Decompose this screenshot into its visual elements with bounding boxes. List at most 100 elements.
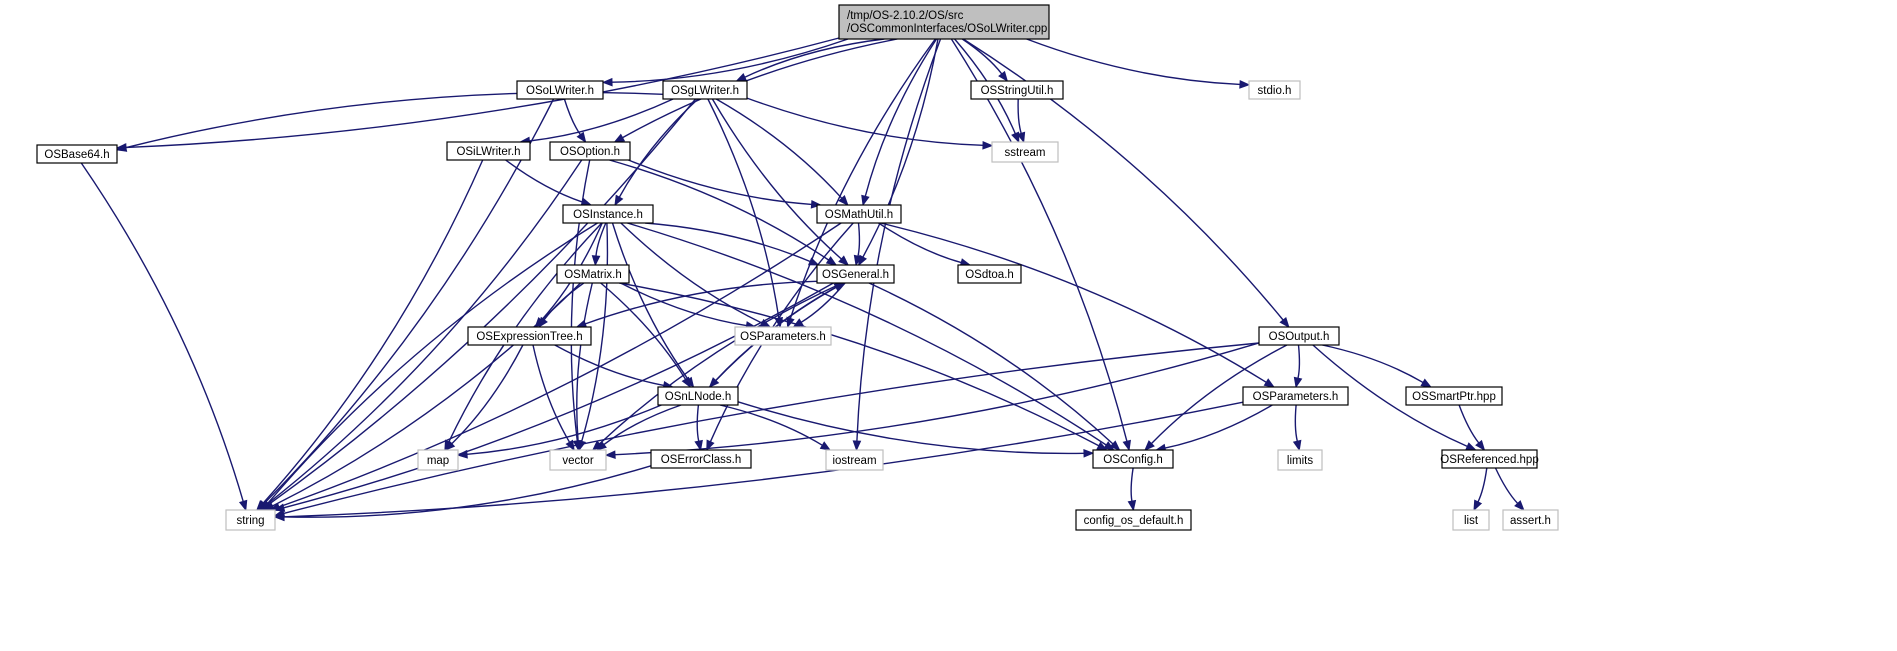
node-box-osinstance bbox=[562, 204, 654, 224]
node-config_os_default[interactable]: config_os_default.h bbox=[1075, 509, 1192, 531]
edge-osmatrix-to-vector bbox=[576, 282, 593, 442]
node-label-osilwriter: OSiLWriter.h bbox=[456, 146, 520, 158]
edge-osnlnode-to-map bbox=[466, 404, 662, 455]
edge-main-to-iostream bbox=[856, 38, 942, 442]
node-osoption[interactable]: OSOption.h bbox=[549, 141, 631, 161]
arrowhead-main-to-osoption bbox=[613, 133, 626, 143]
node-label-osparameters_sys: OSParameters.h bbox=[740, 331, 826, 343]
node-label-osinstance: OSInstance.h bbox=[573, 209, 643, 221]
node-osstringutil[interactable]: OSStringUtil.h bbox=[970, 80, 1064, 100]
edge-osglwriter-to-osparameters_sys bbox=[707, 98, 780, 319]
node-label-osoption: OSOption.h bbox=[560, 146, 620, 158]
arrowhead-oserrorclass-to-string bbox=[273, 512, 285, 522]
arrowhead-osglwriter-to-osgeneral bbox=[838, 255, 850, 266]
node-label-osdtoa: OSdtoa.h bbox=[965, 269, 1014, 281]
edge-osoption-to-vector bbox=[570, 159, 591, 442]
node-label-sstream: sstream bbox=[1005, 147, 1046, 159]
node-label-osglwriter: OSgLWriter.h bbox=[671, 85, 739, 97]
edge-main-to-osgeneral bbox=[862, 38, 939, 258]
node-osolwriter[interactable]: OSoLWriter.h bbox=[516, 80, 604, 100]
arrowhead-main-to-osstringutil bbox=[998, 70, 1009, 83]
arrowhead-osoption-to-osmathutil bbox=[810, 200, 822, 209]
edge-osilwriter-to-osinstance bbox=[505, 159, 583, 203]
arrowhead-osglwriter-to-osbase64 bbox=[115, 143, 128, 152]
node-label-limits: limits bbox=[1287, 455, 1313, 467]
node-sstream: sstream bbox=[991, 141, 1059, 163]
node-box-map bbox=[417, 449, 459, 471]
node-osgeneral[interactable]: OSGeneral.h bbox=[816, 264, 895, 284]
node-label-osbase64: OSBase64.h bbox=[44, 149, 109, 161]
edge-main-to-osmathutil bbox=[864, 38, 938, 197]
arrowhead-osoutput-to-vector bbox=[604, 450, 616, 460]
node-list: list bbox=[1452, 509, 1490, 531]
edge-osoption-to-osgeneral bbox=[609, 159, 829, 261]
arrowhead-osmathutil-to-osgeneral bbox=[853, 254, 863, 267]
node-osexpressiontree[interactable]: OSExpressionTree.h bbox=[467, 326, 592, 346]
edge-osoutput-to-osparameters bbox=[1297, 344, 1301, 379]
edge-osparameters-to-osconfig bbox=[1164, 404, 1273, 449]
arrowhead-osbase64-to-string bbox=[238, 499, 248, 512]
edge-osoutput-to-vector bbox=[614, 342, 1260, 456]
node-string: string bbox=[225, 509, 276, 531]
node-box-assert bbox=[1502, 509, 1559, 531]
arrowhead-main-to-osglwriter bbox=[735, 73, 748, 82]
edge-osglwriter-to-osgeneral bbox=[711, 98, 842, 260]
node-box-osolwriter bbox=[516, 80, 604, 100]
node-ossmartptr[interactable]: OSSmartPtr.hpp bbox=[1405, 386, 1503, 406]
node-label-osmathutil: OSMathUtil.h bbox=[825, 209, 893, 221]
edge-oserrorclass-to-string bbox=[283, 465, 652, 518]
node-osnlnode[interactable]: OSnLNode.h bbox=[657, 386, 739, 406]
node-box-osconfig bbox=[1092, 449, 1174, 469]
node-osmathutil[interactable]: OSMathUtil.h bbox=[816, 204, 902, 224]
node-box-osilwriter bbox=[446, 141, 531, 161]
edge-osmathutil-to-osgeneral bbox=[857, 222, 861, 257]
node-label-string: string bbox=[236, 515, 264, 527]
edge-osinstance-to-osconfig bbox=[627, 222, 1107, 446]
node-label-list: list bbox=[1464, 515, 1479, 527]
edge-osreferenced-to-assert bbox=[1494, 467, 1519, 504]
node-label-osstringutil: OSStringUtil.h bbox=[981, 85, 1054, 97]
edge-osgeneral-to-vector bbox=[599, 282, 843, 445]
arrowhead-osparameters-to-limits bbox=[1292, 439, 1302, 452]
node-osoutput[interactable]: OSOutput.h bbox=[1258, 326, 1340, 346]
node-box-iostream bbox=[825, 449, 884, 471]
arrowhead-osoption-to-osgeneral bbox=[825, 256, 838, 266]
node-osinstance[interactable]: OSInstance.h bbox=[562, 204, 654, 224]
node-osglwriter[interactable]: OSgLWriter.h bbox=[662, 80, 748, 100]
node-box-osparameters bbox=[1242, 386, 1349, 406]
edge-osinstance-to-vector bbox=[581, 222, 609, 442]
node-map: map bbox=[417, 449, 459, 471]
node-box-main bbox=[838, 4, 1050, 40]
edge-osilwriter-to-string bbox=[262, 159, 484, 504]
node-osmatrix[interactable]: OSMatrix.h bbox=[556, 264, 630, 284]
edge-osparameters-to-limits bbox=[1294, 404, 1298, 442]
edge-osoutput-to-ossmartptr bbox=[1322, 344, 1424, 384]
node-osdtoa[interactable]: OSdtoa.h bbox=[957, 264, 1022, 284]
node-osreferenced[interactable]: OSReferenced.hpp bbox=[1440, 449, 1539, 469]
arrowhead-osoutput-to-ossmartptr bbox=[1420, 378, 1432, 388]
node-label-osolwriter: OSoLWriter.h bbox=[526, 85, 594, 97]
node-box-osglwriter bbox=[662, 80, 748, 100]
node-box-vector bbox=[549, 449, 607, 471]
edge-osoutput-to-string bbox=[283, 342, 1260, 515]
node-label-osgeneral: OSGeneral.h bbox=[822, 269, 889, 281]
arrowhead-osmathutil-to-oserrorclass bbox=[706, 439, 715, 452]
node-box-limits bbox=[1277, 449, 1323, 471]
edge-osnlnode-to-vector bbox=[603, 404, 682, 446]
node-osbase64[interactable]: OSBase64.h bbox=[36, 144, 118, 164]
node-label-stdio: stdio.h bbox=[1258, 85, 1292, 97]
arrowhead-main-to-stdio bbox=[1239, 80, 1251, 89]
edge-osoption-to-string bbox=[266, 159, 583, 505]
arrowhead-osinstance-to-osmatrix bbox=[591, 255, 601, 267]
edge-main-to-osparameters_sys bbox=[789, 38, 936, 319]
node-oserrorclass[interactable]: OSErrorClass.h bbox=[650, 449, 752, 469]
node-osparameters[interactable]: OSParameters.h bbox=[1242, 386, 1349, 406]
edge-osoutput-to-osconfig bbox=[1150, 344, 1288, 445]
arrowhead-osexpressiontree-to-vector bbox=[565, 439, 575, 452]
node-osconfig[interactable]: OSConfig.h bbox=[1092, 449, 1174, 469]
edge-main-to-osolwriter bbox=[611, 38, 849, 83]
node-main[interactable]: /tmp/OS-2.10.2/OS/src/OSCommonInterfaces… bbox=[838, 4, 1050, 40]
node-label-ossmartptr: OSSmartPtr.hpp bbox=[1412, 391, 1496, 403]
node-osilwriter[interactable]: OSiLWriter.h bbox=[446, 141, 531, 161]
edge-osnlnode-to-iostream bbox=[719, 404, 823, 446]
